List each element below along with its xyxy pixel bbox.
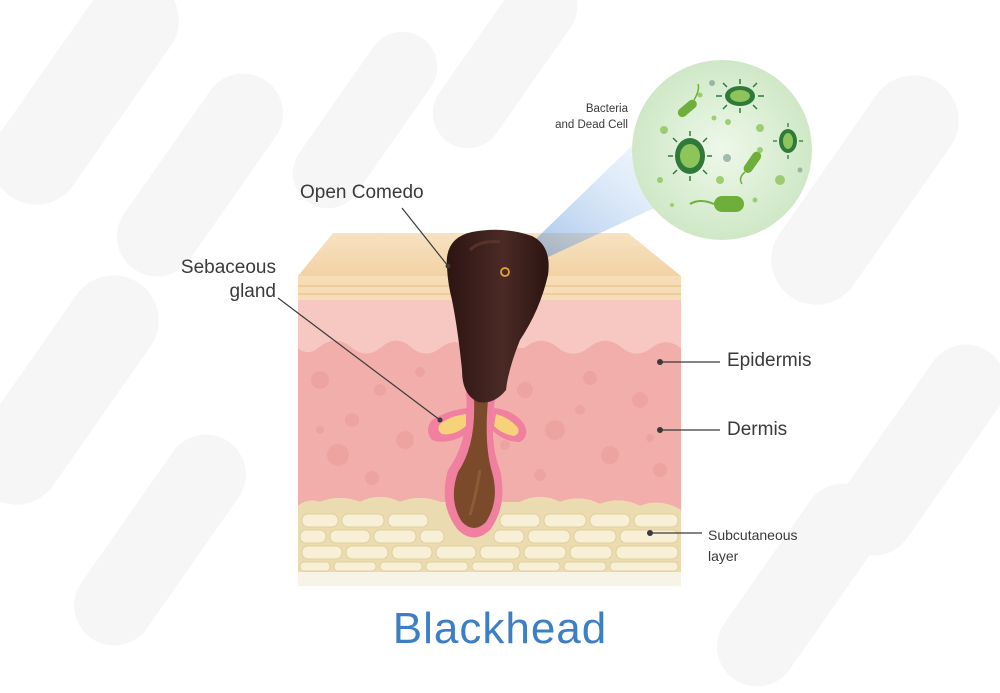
sebaceous-label-line2: gland [229,281,277,302]
pore-opening-icon [500,267,510,277]
subcutaneous-layer-label: Subcutaneous layer [708,525,798,567]
diagram-title: Blackhead [392,604,608,653]
bacteria-label-line2: and Dead Cell [555,119,628,131]
bacteria-label: Bacteria and Dead Cell [520,101,628,133]
bacteria-icon [657,79,803,212]
epidermis-label: Epidermis [727,350,812,371]
subcutaneous-label-line1: Subcutaneous [708,527,798,543]
magnified-view-circle [632,60,812,240]
subcutaneous-label-line2: layer [708,548,739,564]
sebaceous-leader [277,297,441,421]
bacteria-label-line1: Bacteria [585,103,628,115]
open-comedo-leader [401,207,449,267]
open-comedo-label: Open Comedo [300,182,424,203]
sebaceous-label-line1: Sebaceous [180,257,276,278]
sebaceous-gland-label: Sebaceous gland [160,256,276,304]
comedo-plug [446,229,549,403]
follicle-bulb [453,400,495,528]
dermis-label: Dermis [727,419,788,440]
